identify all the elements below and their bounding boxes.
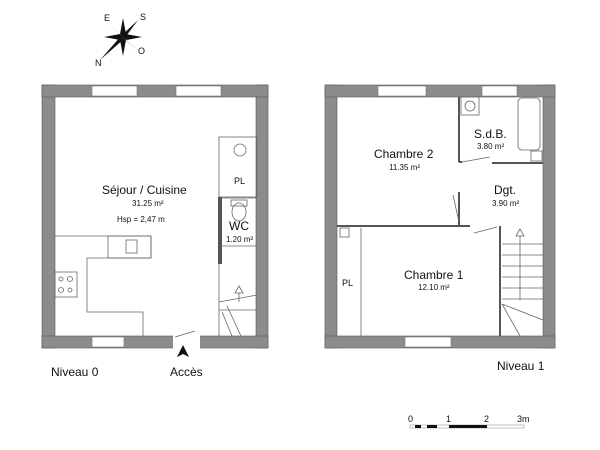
room-name-closet-1: PL: [342, 278, 353, 288]
room-name-sdb: S.d.B.: [474, 127, 507, 141]
window: [91, 85, 138, 97]
level-0-plan: Séjour / Cuisine 31.25 m² Hsp = 2,47 m P…: [41, 84, 269, 379]
compass-rose-icon: N S E O: [95, 12, 146, 68]
closet: [218, 136, 258, 198]
scale-tick: 2: [484, 414, 489, 424]
scale-tick: 0: [408, 414, 413, 424]
staircase: [501, 228, 544, 337]
entrance-door: [173, 335, 200, 349]
window: [481, 85, 518, 97]
level-0-title: Niveau 0: [51, 365, 99, 379]
ceiling-height: Hsp = 2,47 m: [117, 215, 165, 224]
window: [404, 336, 452, 348]
compass-east: E: [104, 13, 110, 23]
cooktop: [54, 271, 78, 298]
level-1-plan: Chambre 2 11.35 m² S.d.B. 3.80 m² Dgt. 3…: [324, 84, 556, 373]
window: [175, 85, 222, 97]
room-name-wc: WC: [229, 219, 249, 233]
scale-tick: 1: [446, 414, 451, 424]
room-area-chambre-2: 11.35 m²: [389, 163, 420, 172]
sink: [107, 235, 152, 259]
room-area-sdb: 3.80 m²: [477, 142, 504, 151]
scale-bar: 0 1 2 3m: [408, 414, 530, 429]
room-area-dgt: 3.90 m²: [492, 199, 519, 208]
room-area-wc: 1.20 m²: [226, 235, 253, 244]
scale-tick: 3m: [517, 414, 530, 424]
window: [377, 85, 427, 97]
entrance-arrow-icon: [177, 345, 189, 357]
room-area-chambre-1: 12.10 m²: [418, 283, 450, 292]
level-1-title: Niveau 1: [497, 359, 545, 373]
room-name-chambre-2: Chambre 2: [374, 147, 434, 161]
compass-north: N: [95, 58, 102, 68]
room-name-chambre-1: Chambre 1: [404, 268, 464, 282]
room-name-dgt: Dgt.: [494, 183, 516, 197]
window: [91, 336, 125, 348]
washbasin: [460, 96, 480, 116]
room-name-closet: PL: [234, 176, 245, 186]
room-area-sejour: 31.25 m²: [132, 199, 164, 208]
compass-south: S: [140, 12, 146, 22]
bathtub: [517, 97, 541, 151]
entrance-label: Accès: [170, 365, 203, 379]
room-name-sejour: Séjour / Cuisine: [102, 183, 187, 197]
compass-west: O: [138, 46, 145, 56]
